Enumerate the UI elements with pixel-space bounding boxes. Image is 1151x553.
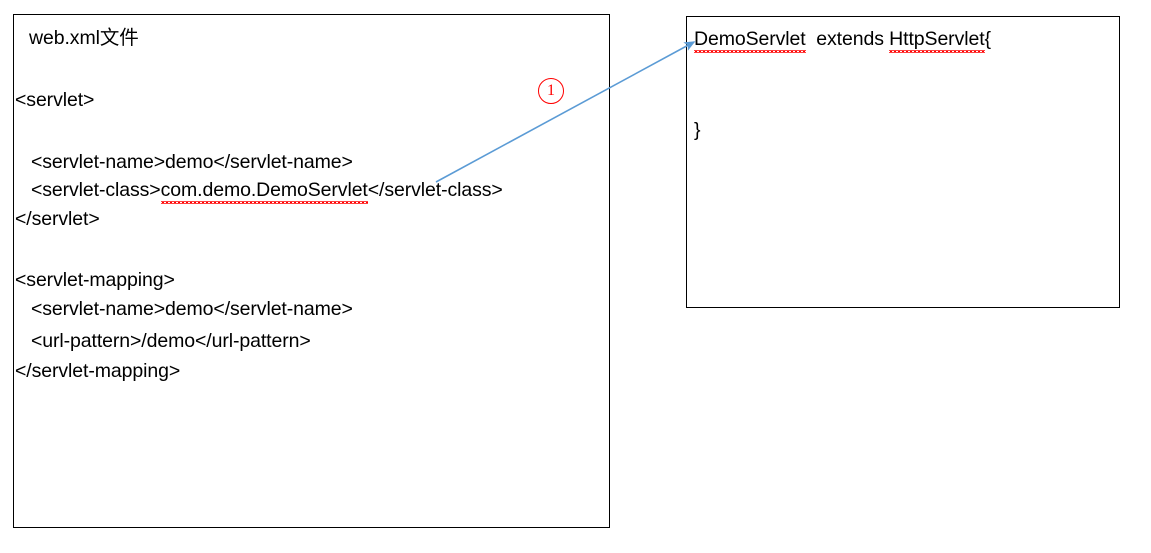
code-line-url-pattern: <url-pattern>/demo</url-pattern> <box>15 330 311 352</box>
java-class-panel <box>686 16 1120 308</box>
code-line-servlet-name: <servlet-name>demo</servlet-name> <box>15 151 353 173</box>
code-line-class-close-brace: } <box>694 119 701 141</box>
callout-marker-1: 1 <box>538 78 564 104</box>
java-super-class-name: HttpServlet <box>889 29 985 53</box>
servlet-class-suffix: </servlet-class> <box>367 179 503 201</box>
servlet-class-value-misspelled: com.demo.DemoServlet <box>160 180 368 204</box>
webxml-panel-title: web.xml文件 <box>29 27 139 49</box>
servlet-class-prefix: <servlet-class> <box>15 179 161 201</box>
java-extends-keyword: extends <box>805 28 890 50</box>
java-class-name: DemoServlet <box>694 29 806 53</box>
java-open-brace: { <box>984 28 992 50</box>
code-line-mapping-servlet-name: <servlet-name>demo</servlet-name> <box>15 298 353 320</box>
code-line-servlet-class: <servlet-class>com.demo.DemoServlet</ser… <box>15 180 503 204</box>
code-line-servlet-open: <servlet> <box>15 89 95 111</box>
code-line-servlet-mapping-close: </servlet-mapping> <box>15 360 181 382</box>
code-line-servlet-mapping-open: <servlet-mapping> <box>15 269 175 291</box>
code-line-servlet-close: </servlet> <box>15 208 100 230</box>
code-line-class-declaration: DemoServlet extends HttpServlet{ <box>694 29 991 53</box>
